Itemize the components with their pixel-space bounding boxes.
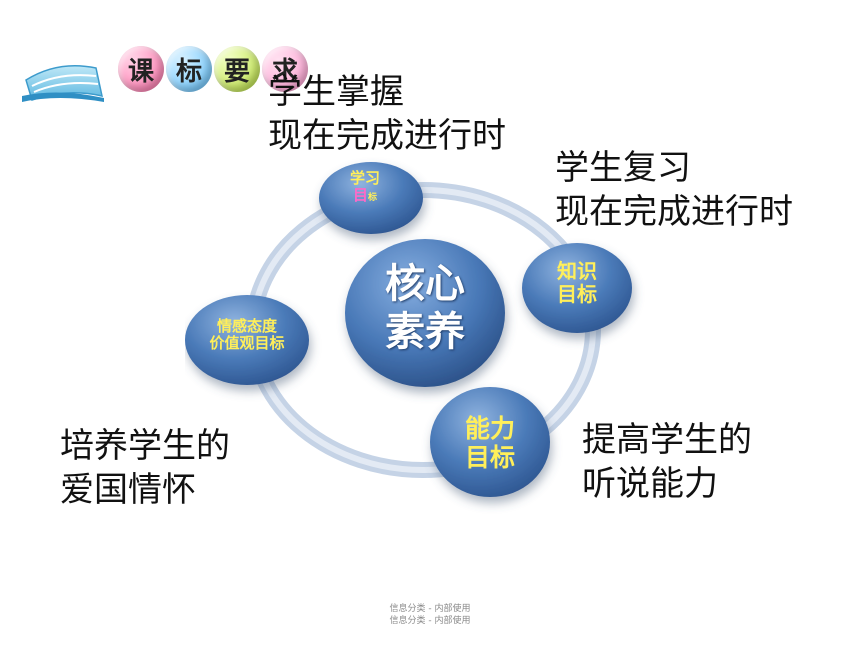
learning-goal-label: 学习 目标 (349, 169, 380, 205)
annotation-bottom-right: 提高学生的 听说能力 (582, 420, 752, 504)
knowledge-goal-label: 知识 目标 (557, 259, 597, 306)
header-bubble-2: 标 (166, 46, 212, 92)
header-bubble-3: 要 (214, 46, 260, 92)
emotion-goal-label: 情感态度 价值观目标 (209, 317, 285, 353)
node-knowledge-goal (522, 243, 632, 333)
open-book-icon (22, 65, 104, 102)
annotation-top-left: 学生掌握 现在完成进行时 (268, 72, 506, 156)
header-badge: 课 标 要 求 (18, 38, 318, 108)
center-node (345, 239, 505, 387)
ability-goal-label: 能力 目标 (464, 414, 515, 472)
header-bubble-4: 求 (262, 46, 308, 92)
node-ability-goal (430, 387, 550, 497)
node-learning-goal (319, 162, 423, 234)
annotation-top-right: 学生复习 现在完成进行时 (555, 148, 793, 232)
footer-classification: 信息分类 - 内部使用 信息分类 - 内部使用 (389, 604, 471, 626)
header-bubble-1: 课 (118, 46, 164, 92)
node-emotion-goal (185, 295, 309, 385)
center-label: 核心 素养 (385, 260, 465, 355)
core-competency-diagram: 核心 素养 学习 目标 知识 目标 能力 目标 情感态度 价值观目标 (185, 150, 645, 515)
annotation-bottom-left: 培养学生的 爱国情怀 (60, 426, 230, 510)
